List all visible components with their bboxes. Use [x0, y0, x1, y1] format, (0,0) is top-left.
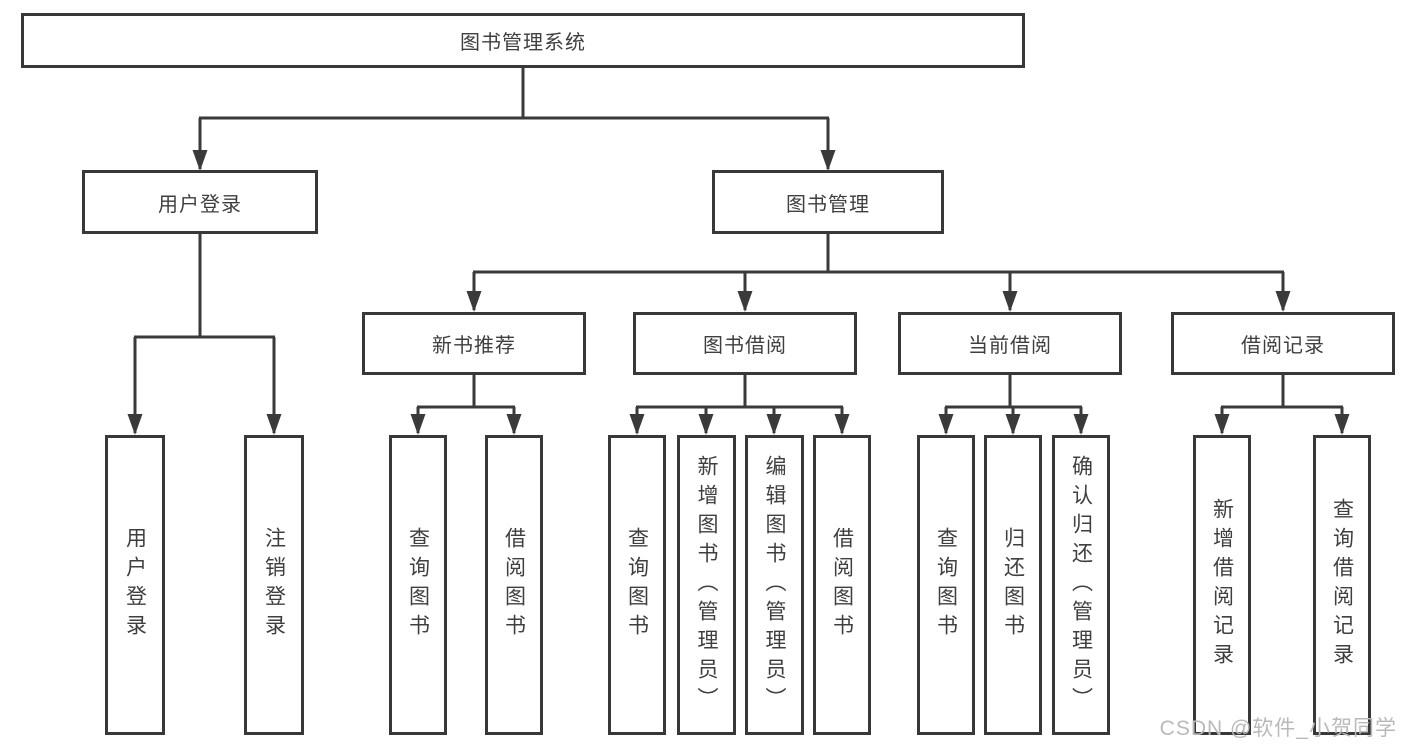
leaf-cb-query-books-label: 查询图书 [934, 527, 958, 643]
leaf-nb-query-books: 查询图书 [389, 435, 447, 735]
node-library-management-system: 图书管理系统 [21, 13, 1025, 68]
node-book-management: 图书管理 [712, 170, 944, 234]
node-current-borrowing: 当前借阅 [898, 312, 1122, 375]
leaf-br-add-borrow-record: 新增借阅记录 [1193, 435, 1251, 735]
leaf-logout-label: 注销登录 [262, 527, 286, 643]
leaf-bb-add-books-admin-label: 新增图书（管理员） [695, 454, 718, 716]
leaf-bb-query-books-label: 查询图书 [625, 527, 649, 643]
leaf-nb-borrow-books: 借阅图书 [485, 435, 543, 735]
leaf-cb-confirm-return-admin-label: 确认归还（管理员） [1069, 454, 1093, 716]
leaf-user-login: 用户登录 [105, 435, 165, 735]
node-borrowing-records-label: 借阅记录 [1241, 335, 1325, 357]
leaf-cb-confirm-return-admin: 确认归还（管理员） [1052, 435, 1110, 735]
leaf-user-login-label: 用户登录 [123, 527, 147, 643]
leaf-br-query-borrow-record: 查询借阅记录 [1313, 435, 1371, 735]
leaf-br-query-borrow-record-label: 查询借阅记录 [1330, 498, 1354, 672]
leaf-nb-query-books-label: 查询图书 [406, 527, 430, 643]
leaf-br-add-borrow-record-label: 新增借阅记录 [1210, 498, 1234, 672]
node-book-management-label: 图书管理 [786, 193, 870, 216]
node-user-login: 用户登录 [82, 170, 318, 234]
leaf-bb-add-books-admin: 新增图书（管理员） [677, 435, 736, 735]
node-current-borrowing-label: 当前借阅 [968, 335, 1052, 357]
leaf-bb-edit-books-admin-label: 编辑图书（管理员） [763, 454, 786, 716]
leaf-nb-borrow-books-label: 借阅图书 [502, 527, 526, 643]
node-book-borrowing: 图书借阅 [633, 312, 857, 375]
leaf-bb-query-books: 查询图书 [608, 435, 666, 735]
leaf-logout: 注销登录 [244, 435, 304, 735]
leaf-cb-return-books: 归还图书 [984, 435, 1042, 735]
node-book-borrowing-label: 图书借阅 [703, 335, 787, 357]
csdn-watermark: CSDN @软件_小贺同学 [1159, 717, 1397, 740]
node-new-book-recommend-label: 新书推荐 [432, 335, 516, 357]
node-new-book-recommend: 新书推荐 [362, 312, 586, 375]
node-library-management-system-label: 图书管理系统 [460, 32, 586, 54]
node-user-login-label: 用户登录 [158, 193, 242, 216]
node-borrowing-records: 借阅记录 [1171, 312, 1395, 375]
leaf-cb-query-books: 查询图书 [917, 435, 975, 735]
leaf-cb-return-books-label: 归还图书 [1001, 527, 1025, 643]
leaf-bb-borrow-books-label: 借阅图书 [830, 527, 854, 643]
leaf-bb-borrow-books: 借阅图书 [813, 435, 871, 735]
leaf-bb-edit-books-admin: 编辑图书（管理员） [745, 435, 804, 735]
